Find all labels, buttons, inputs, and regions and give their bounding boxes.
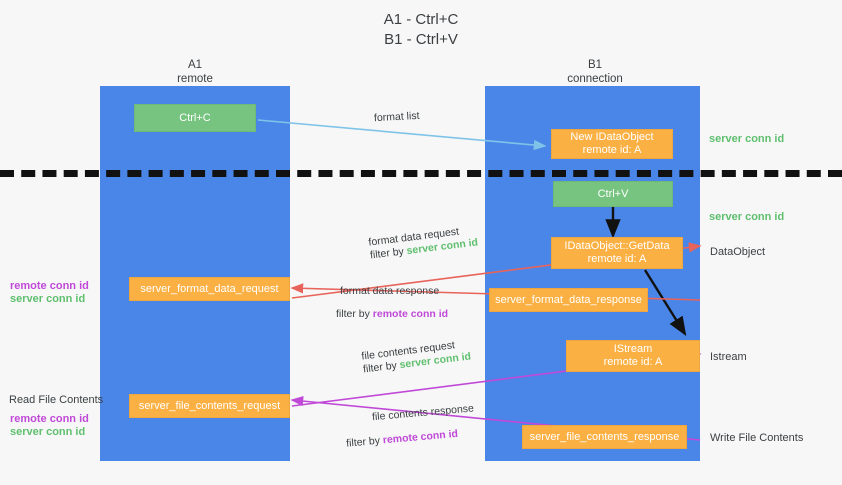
caption-format-data-response-line1: format data response <box>340 285 440 297</box>
lane-header-a1: A1 remote <box>120 58 270 86</box>
caption-format-data-response-filter-prefix: filter by <box>336 308 373 320</box>
label-server-conn-id-mid: server conn id <box>709 211 785 223</box>
box-server-file-contents-request-label: server_file_contents_request <box>138 399 281 412</box>
box-ctrl-c-label: Ctrl+C <box>179 111 211 124</box>
label-read-file-contents: Read File Contents <box>9 394 104 406</box>
lane-b1-sub: connection <box>567 73 623 85</box>
caption-format-data-response-line2: filter by remote conn id <box>336 308 448 321</box>
box-server-file-contents-response[interactable]: server_file_contents_response <box>522 425 687 449</box>
caption-format-list-text: format list <box>373 109 420 125</box>
box-server-format-data-request-label: server_format_data_request <box>140 282 279 295</box>
page-title: A1 - Ctrl+C B1 - Ctrl+V <box>0 10 842 50</box>
caption-file-contents-request: file contents request filter by server c… <box>361 337 472 376</box>
box-server-format-data-response-label: server_format_data_response <box>495 293 642 306</box>
phase-divider <box>0 170 842 177</box>
caption-format-data-response: format data response filter by remote co… <box>336 285 448 321</box>
box-ctrl-c[interactable]: Ctrl+C <box>134 104 256 132</box>
caption-file-contents-response-filter-id: remote conn id <box>382 427 459 447</box>
box-istream-line1: IStream <box>613 343 653 355</box>
caption-format-list: format list <box>374 110 420 125</box>
caption-format-data-request: format data request filter by server con… <box>368 223 479 262</box>
label-server-conn-id-top: server conn id <box>709 133 785 145</box>
box-istream[interactable]: IStream remote id: A <box>566 340 700 372</box>
caption-file-contents-response-line1: file contents response <box>371 402 475 424</box>
lane-a1-name: A1 <box>187 59 203 71</box>
title-line-2: B1 - Ctrl+V <box>384 31 458 48</box>
caption-file-contents-response: file contents response filter by remote … <box>344 402 477 450</box>
caption-file-contents-response-filter-prefix: filter by <box>345 434 384 450</box>
box-server-format-data-request[interactable]: server_format_data_request <box>129 277 290 301</box>
title-line-1: A1 - Ctrl+C <box>383 11 459 28</box>
label-dataobject: DataObject <box>710 246 766 258</box>
box-idataobject-getdata-line2: remote id: A <box>587 253 647 265</box>
label-remote-conn-id-lower: remote conn id <box>10 413 89 425</box>
box-idataobject-getdata-line1: IDataObject::GetData <box>564 240 670 252</box>
box-new-idataobject[interactable]: New IDataObject remote id: A <box>551 129 673 159</box>
box-ctrl-v-label: Ctrl+V <box>597 187 629 200</box>
box-server-format-data-response[interactable]: server_format_data_response <box>489 288 648 312</box>
lane-b1-name: B1 <box>587 59 603 71</box>
label-istream: Istream <box>710 351 747 363</box>
box-new-idataobject-line1: New IDataObject <box>570 131 654 143</box>
label-remote-conn-id-upper: remote conn id <box>10 280 89 292</box>
box-server-file-contents-response-label: server_file_contents_response <box>529 430 680 443</box>
box-ctrl-v[interactable]: Ctrl+V <box>553 181 673 207</box>
box-new-idataobject-line2: remote id: A <box>582 144 642 156</box>
label-write-file-contents: Write File Contents <box>710 432 804 444</box>
label-server-conn-id-lower: server conn id <box>10 426 86 438</box>
lane-a1-sub: remote <box>177 73 213 85</box>
box-idataobject-getdata[interactable]: IDataObject::GetData remote id: A <box>551 237 683 269</box>
caption-format-data-response-filter-id: remote conn id <box>372 308 449 320</box>
label-server-conn-id-upper: server conn id <box>10 293 86 305</box>
box-server-file-contents-request[interactable]: server_file_contents_request <box>129 394 290 418</box>
lane-header-b1: B1 connection <box>520 58 670 86</box>
box-istream-line2: remote id: A <box>603 356 663 368</box>
caption-file-contents-response-line2: filter by remote conn id <box>346 426 477 450</box>
